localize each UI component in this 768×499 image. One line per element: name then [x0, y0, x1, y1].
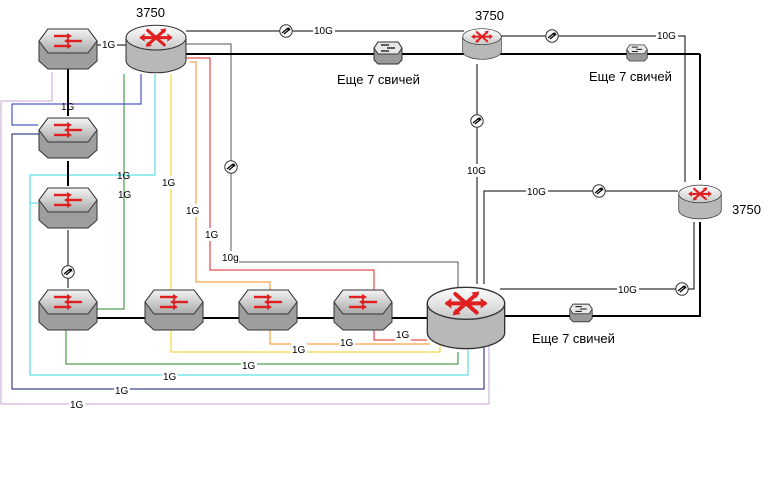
- link-labels: 1G 10G 10G 1G 10G 1G 1G 1G 1G 1G 10g 10G…: [61, 24, 678, 411]
- link-core-r3-lower: [500, 222, 695, 290]
- router-label-top-mid: 3750: [475, 8, 504, 23]
- link-orange: [190, 61, 430, 345]
- hub-icon: [470, 114, 484, 128]
- label-1g-red: 1G: [205, 230, 219, 241]
- link-green: [97, 74, 125, 310]
- link-green-bottom: [65, 330, 459, 365]
- switch-icon: [38, 117, 98, 159]
- label-1g-lavender-bottom: 1G: [70, 400, 84, 411]
- label-10g-dark: 10g: [222, 253, 239, 264]
- label-1g-sw1-r1: 1G: [102, 40, 116, 51]
- label-10g-r1-r2: 10G: [314, 26, 333, 37]
- label-1g-cyan: 1G: [117, 171, 131, 182]
- switch-icon: [333, 289, 393, 331]
- hub-icon: [224, 160, 238, 174]
- link-right-down: [500, 222, 701, 317]
- hub-icon: [592, 184, 606, 198]
- switch-icon: [38, 28, 98, 70]
- label-1g-yellow: 1G: [162, 178, 176, 189]
- label-1g-orange: 1G: [186, 206, 200, 217]
- router-icon: [125, 23, 187, 75]
- label-1g-orange-bottom: 1G: [340, 338, 354, 349]
- link-red: [186, 57, 427, 341]
- label-10g-r2-r3: 10G: [657, 31, 676, 42]
- label-10g-r2-core: 10G: [467, 166, 486, 177]
- hub-icon: [61, 265, 75, 279]
- hub-icon: [675, 282, 689, 296]
- label-1g-red-bottom: 1G: [396, 330, 410, 341]
- router-label-top-left: 3750: [136, 5, 165, 20]
- hub-icon: [279, 24, 293, 38]
- switch-icon: [144, 289, 204, 331]
- device-labels: 3750 3750 3750 Еще 7 свичей Еще 7 свичей…: [136, 5, 761, 346]
- link-lavender: [0, 72, 490, 405]
- switches-label-top-right: Еще 7 свичей: [589, 69, 672, 84]
- router-label-right: 3750: [732, 202, 761, 217]
- hub-icon: [545, 29, 559, 43]
- link-yellow: [170, 74, 441, 353]
- label-1g-cyan-bottom: 1G: [163, 372, 177, 383]
- link-cyan: [29, 74, 469, 376]
- label-10g-core-r3-lower: 10G: [618, 285, 637, 296]
- link-r2-r3-10g: [500, 35, 686, 182]
- switch-icon: [238, 289, 298, 331]
- small-switch-icon: [626, 44, 648, 62]
- label-1g-yellow-bottom: 1G: [292, 345, 306, 356]
- label-1g-green-bottom: 1G: [242, 361, 256, 372]
- switch-icon: [38, 289, 98, 331]
- small-switch-icon: [569, 303, 593, 323]
- colored-links: [0, 43, 490, 405]
- label-1g-sw-trunk: 1G: [61, 102, 75, 113]
- router-icon: [678, 183, 722, 221]
- label-10g-core-r3: 10G: [527, 187, 546, 198]
- label-1g-green: 1G: [118, 190, 132, 201]
- switches-label-bottom: Еще 7 свичей: [532, 331, 615, 346]
- router-icon: [462, 27, 502, 61]
- link-navy: [11, 133, 485, 390]
- link-core-r3-10g: [483, 190, 678, 284]
- small-switch-icon: [373, 41, 403, 65]
- link-blue: [11, 74, 142, 126]
- switch-icon: [38, 187, 98, 229]
- router-icon: [427, 287, 504, 348]
- label-1g-navy-bottom: 1G: [115, 386, 129, 397]
- switches-label-top-mid: Еще 7 свичей: [337, 72, 420, 87]
